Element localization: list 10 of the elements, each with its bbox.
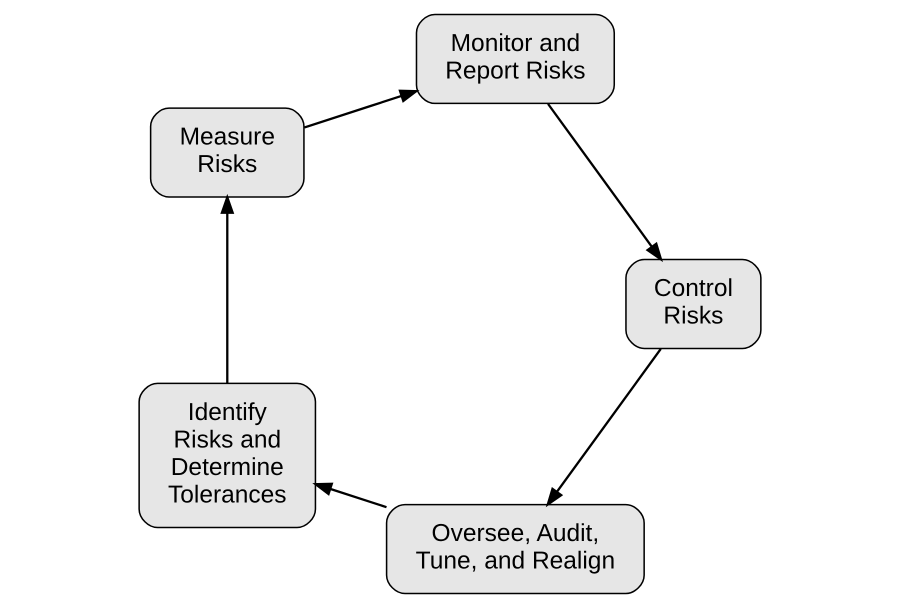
node-box: Oversee, Audit, Tune, and Realign [386,504,645,594]
arrow [546,348,662,508]
arrow [312,482,387,508]
arrow [304,90,420,129]
arrow [220,194,234,384]
arrow [547,103,663,262]
node-box: Measure Risks [150,107,305,198]
node-box: Identify Risks and Determine Tolerances [138,382,316,528]
node-box: Monitor and Report Risks [416,14,616,104]
node-box: Control Risks [625,258,762,350]
